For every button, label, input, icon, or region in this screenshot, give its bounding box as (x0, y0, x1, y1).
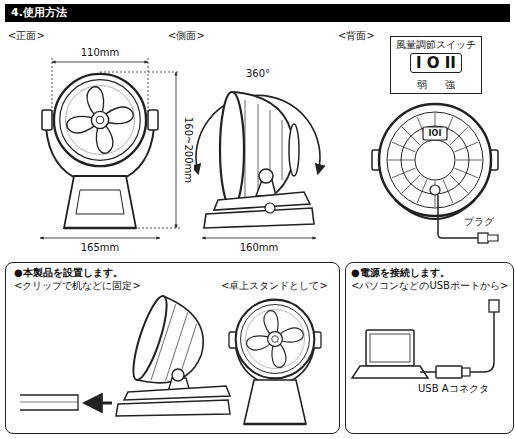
part-name: USB Aコネクタ (418, 383, 489, 395)
laptop-usb (352, 300, 499, 378)
section-title: 4.使用方法 (5, 4, 510, 22)
step-note: <卓上スタンドとして> (221, 280, 328, 292)
step-heading: ●本製品を設置します。 (14, 267, 123, 279)
switch-setting: 弱 (417, 79, 427, 91)
switch-symbol: I O II (410, 53, 462, 73)
view-label: <側面> (168, 30, 205, 42)
view-label: <正面> (8, 30, 45, 42)
dimension-lines (40, 58, 316, 238)
clip-mount-fan (20, 293, 230, 416)
dimension: 160~200mm (182, 117, 194, 183)
front-view (42, 74, 158, 228)
dimension: 165mm (81, 242, 120, 254)
back-view (372, 104, 498, 243)
step-heading: ●電源を接続します。 (351, 267, 450, 279)
switch-marking: IOI (429, 129, 442, 138)
view-label: <背面> (338, 30, 375, 42)
install-panel: ●本製品を設置します。<クリップで机などに固定> <卓上スタンドとして> (5, 262, 340, 434)
dimension: 160mm (240, 242, 279, 254)
switch-callout-box: 風量調節スイッチ I O II 弱 強 (390, 36, 482, 94)
side-view (196, 92, 320, 228)
switch-setting: 強 (445, 79, 455, 91)
step-note: <パソコンなどのUSBポートから> (351, 280, 508, 292)
desk-stand-fan (229, 300, 321, 424)
part-name: プラグ (464, 216, 494, 228)
dimension: 110mm (81, 47, 120, 59)
step-note: <クリップで机などに固定> (14, 280, 141, 292)
callout-heading: 風量調節スイッチ (396, 39, 476, 51)
power-panel: ●電源を接続します。<パソコンなどのUSBポートから> USB Aコネクタ (345, 262, 514, 434)
rotation-angle: 360° (246, 68, 270, 80)
